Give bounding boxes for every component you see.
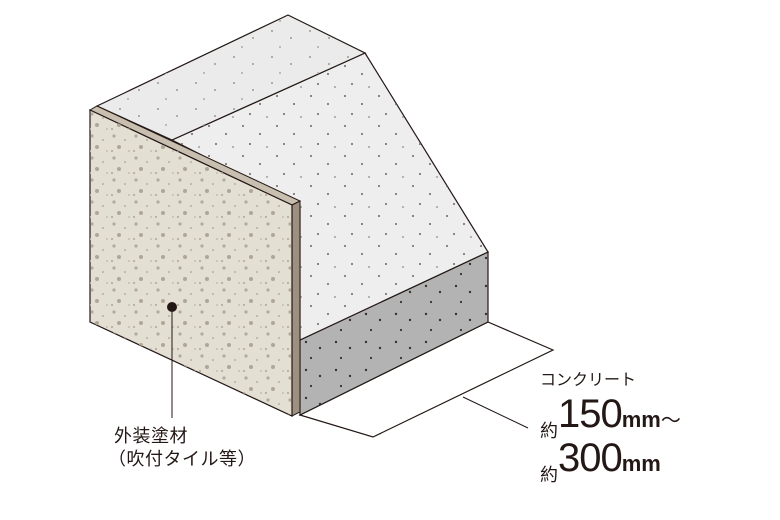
concrete-leader-line [462, 396, 529, 429]
finish-material-label: 外装塗材 （吹付タイル等） [108, 426, 256, 469]
finish-label-line1: 外装塗材 [114, 426, 188, 447]
concrete-name: コンクリート [540, 370, 637, 389]
finish-label-line2: （吹付タイル等） [108, 449, 256, 470]
concrete-label: コンクリート 約150mm～ 約300mm [540, 370, 681, 486]
thickness-min: 約150mm～ [540, 392, 681, 442]
finish-side-edge [291, 200, 301, 417]
thickness-max: 約300mm [540, 436, 661, 486]
